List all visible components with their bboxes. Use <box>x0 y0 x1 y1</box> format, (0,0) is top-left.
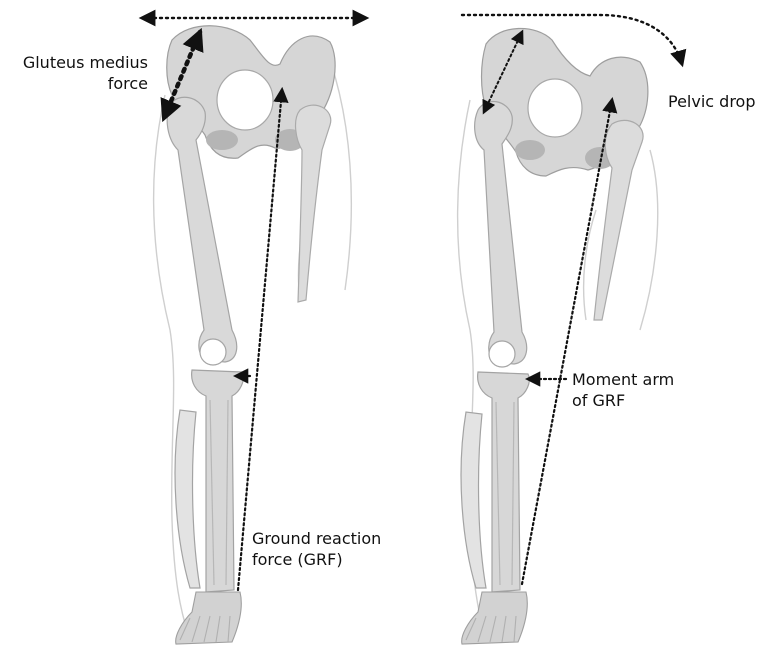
left-femur-swing <box>296 105 331 302</box>
left-grf-arrow <box>238 90 282 590</box>
moment-arm-label: Moment arm of GRF <box>572 369 674 411</box>
pelvic-drop-label: Pelvic drop <box>668 91 756 112</box>
grf-line2: force (GRF) <box>252 549 381 570</box>
right-lower-leg <box>461 372 529 592</box>
pelvic-drop-text: Pelvic drop <box>668 91 756 112</box>
moment-arm-line2: of GRF <box>572 390 674 411</box>
right-figure <box>458 28 658 644</box>
gluteus-medius-label: Gluteus medius force <box>12 52 148 94</box>
left-foot <box>176 592 242 644</box>
gluteus-label-line1: Gluteus medius <box>12 52 148 73</box>
gluteus-label-line2: force <box>12 73 148 94</box>
grf-line1: Ground reaction <box>252 528 381 549</box>
left-lower-leg <box>175 370 243 592</box>
right-foot <box>462 592 528 644</box>
grf-label: Ground reaction force (GRF) <box>252 528 381 570</box>
moment-arm-line1: Moment arm <box>572 369 674 390</box>
